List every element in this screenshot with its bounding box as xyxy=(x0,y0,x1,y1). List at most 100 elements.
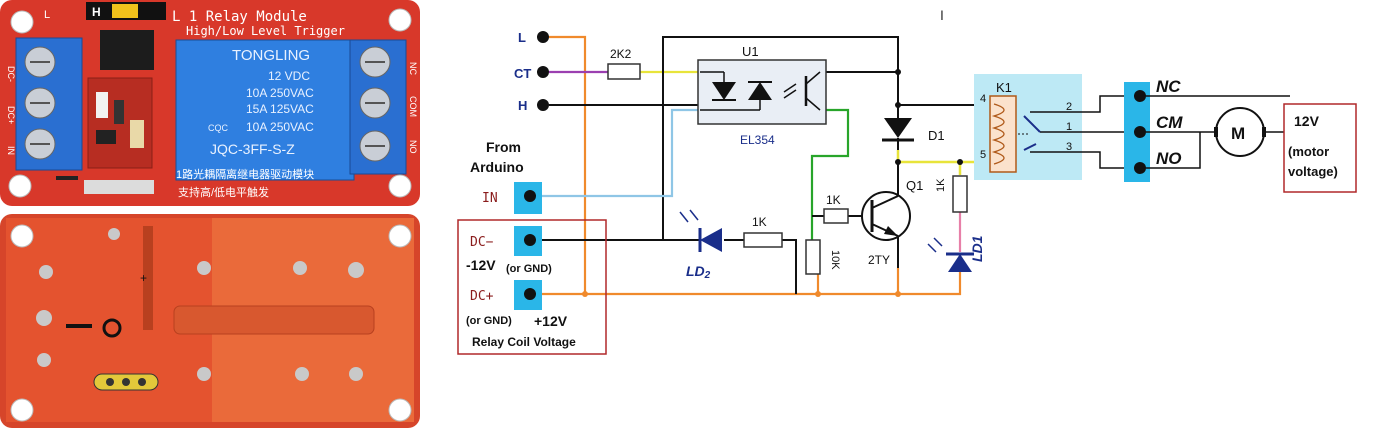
right-pin-no: NO xyxy=(408,140,418,154)
resistor-1k-ld2 xyxy=(743,232,783,248)
label-u1: U1 xyxy=(742,44,759,59)
label-motor: M xyxy=(1231,124,1245,143)
pin-h[interactable] xyxy=(537,99,549,111)
label-or-gnd-1: (or GND) xyxy=(506,263,552,275)
label-2k2: 2K2 xyxy=(610,47,632,61)
wire-dcplus-orange xyxy=(540,272,962,296)
left-pin-in: IN xyxy=(6,146,16,155)
label-dc-minus: DC− xyxy=(470,235,494,250)
relay-spec-4: 10A 250VAC xyxy=(246,120,314,134)
pin-in[interactable] xyxy=(524,190,536,202)
left-pin-dcminus: DC- xyxy=(6,66,16,82)
label-ld2: LD2 xyxy=(686,263,711,281)
bottom-hole-tl xyxy=(10,224,34,248)
label-l: L xyxy=(518,30,526,45)
led-ld2 xyxy=(700,228,722,252)
board-title-line1: L 1 Relay Module xyxy=(172,9,307,25)
pin-l[interactable] xyxy=(537,31,549,43)
bottom-hole-br xyxy=(388,398,412,422)
opto-diode-2 xyxy=(748,82,772,100)
o-mark xyxy=(102,318,122,338)
left-pin-dcplus: DC+ xyxy=(6,106,16,124)
relay-switch-arm xyxy=(1023,115,1041,133)
trace-bar xyxy=(173,305,375,335)
relay-board-top: DC- DC+ IN H L L 1 Relay Module High/Low… xyxy=(0,0,420,206)
pad-9 xyxy=(295,367,309,381)
pad-10 xyxy=(349,367,363,381)
pin-dcplus[interactable] xyxy=(524,288,536,300)
label-pos12: +12V xyxy=(534,313,568,329)
pin-dcminus[interactable] xyxy=(524,234,536,246)
jumper-cap[interactable] xyxy=(112,4,138,18)
right-pin-nc: NC xyxy=(408,62,418,75)
wire-green xyxy=(810,108,850,240)
mount-hole-br xyxy=(388,174,412,198)
mount-hole-tl xyxy=(10,10,34,34)
label-1k-ld1: 1K xyxy=(935,178,947,192)
label-pin3: 3 xyxy=(1066,141,1072,153)
chinese-line2: 支持高/低电平触发 xyxy=(178,185,269,199)
mount-hole-bl xyxy=(8,174,32,198)
label-10k: 10K xyxy=(829,250,841,270)
resistor-2k2 xyxy=(607,63,641,80)
label-from: From xyxy=(486,139,521,155)
label-motor-voltage-1: (motor xyxy=(1288,144,1329,159)
pin-ct[interactable] xyxy=(537,66,549,78)
right-pin-com: COM xyxy=(408,96,418,117)
label-pin2: 2 xyxy=(1066,101,1072,113)
output-pin-cm[interactable] xyxy=(1134,126,1146,138)
pad-5 xyxy=(293,261,307,275)
schematic: I L CT H xyxy=(457,7,1357,355)
output-pin-nc[interactable] xyxy=(1134,90,1146,102)
label-nc: NC xyxy=(1156,77,1181,96)
pad-1 xyxy=(39,265,53,279)
label-dc-plus: DC+ xyxy=(470,289,494,304)
wire-l-orange xyxy=(549,35,587,294)
text-cursor-glyph: I xyxy=(940,7,944,23)
relay-spec-3: 15A 125VAC xyxy=(246,102,314,116)
chinese-line1: 1路光耦隔离继电器驱动模块 xyxy=(176,167,314,181)
pad-11 xyxy=(197,367,211,381)
motor-voltage-box xyxy=(1283,103,1357,193)
resistor-1k-base xyxy=(823,208,849,224)
bottom-hole-tr xyxy=(388,224,412,248)
wire-r-base xyxy=(782,239,797,294)
wire-yellow-node xyxy=(896,150,985,175)
relay-board-bottom: + xyxy=(0,214,420,428)
label-neg12: -12V xyxy=(466,257,496,273)
label-12v-motor: 12V xyxy=(1294,113,1320,129)
led-ld1 xyxy=(948,254,972,272)
relay-body xyxy=(175,39,355,181)
resistor-10k xyxy=(805,239,821,275)
label-1k-ld2: 1K xyxy=(752,215,767,229)
jumper-label: H xyxy=(92,5,101,19)
plus-mark: + xyxy=(140,271,147,285)
label-pin5: 5 xyxy=(980,149,986,161)
diode-d1 xyxy=(884,118,912,138)
output-pin-no[interactable] xyxy=(1134,162,1146,174)
label-d1: D1 xyxy=(928,128,945,143)
optocoupler-chip xyxy=(100,30,154,70)
mount-hole-tr xyxy=(388,8,412,32)
pad-12 xyxy=(108,228,120,240)
pad-4 xyxy=(197,261,211,275)
label-pin4: 4 xyxy=(980,93,986,105)
label-arduino: Arduino xyxy=(470,159,524,175)
label-ct: CT xyxy=(514,66,531,81)
relay-model: JQC-3FF-S-Z xyxy=(210,141,295,157)
label-or-gnd-2: (or GND) xyxy=(466,315,512,327)
pad-2 xyxy=(36,310,52,326)
label-h: H xyxy=(518,98,527,113)
relay-spec-1: 12 VDC xyxy=(268,69,310,83)
board-title-line2: High/Low Level Trigger xyxy=(186,24,345,38)
wire-in-lightblue xyxy=(540,108,700,198)
label-cm: CM xyxy=(1156,113,1183,132)
pad-6 xyxy=(348,262,364,278)
wire-top-rail xyxy=(662,36,899,105)
cqc-mark: CQC xyxy=(208,123,229,133)
pad-3 xyxy=(37,353,51,367)
label-k1: K1 xyxy=(996,80,1012,95)
label-motor-voltage-2: voltage) xyxy=(1288,164,1338,179)
label-in: IN xyxy=(482,191,498,206)
resistor-1k-ld1 xyxy=(952,175,968,213)
